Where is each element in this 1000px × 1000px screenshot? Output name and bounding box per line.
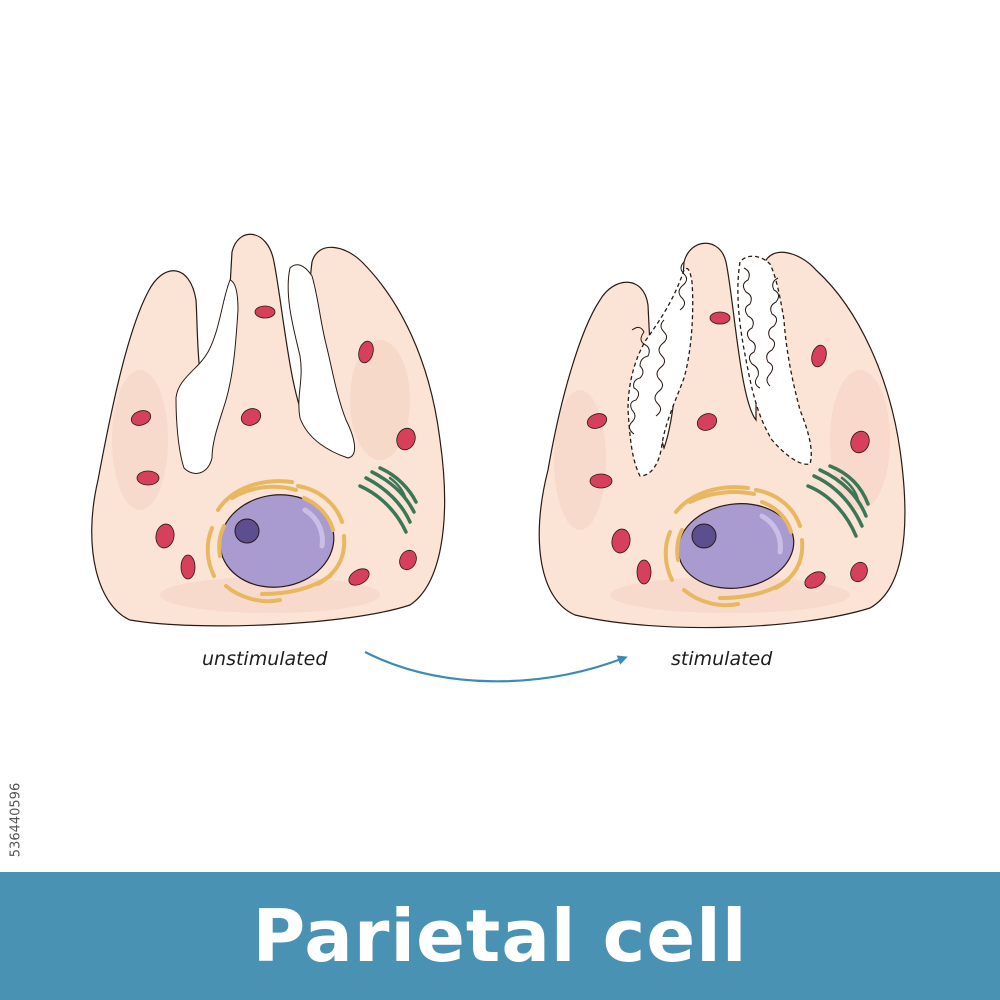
stock-id-text: 536440596 [3, 760, 29, 880]
stimulated-label: stimulated [671, 648, 773, 670]
transition-arrow [364, 651, 628, 683]
canaliculus [175, 279, 239, 474]
canaliculus [287, 264, 355, 459]
parietal-cell-unstimulated [91, 233, 446, 627]
stock-id-label: 536440596 [8, 782, 24, 858]
cell-membrane [91, 233, 446, 627]
page-title: Parietal cell [252, 894, 748, 978]
parietal-cell-diagram [91, 233, 906, 683]
golgi-apparatus [806, 464, 870, 538]
parietal-cell-stimulated [538, 242, 906, 629]
nucleolus [691, 523, 717, 549]
endoplasmic-reticulum [663, 485, 805, 608]
golgi-apparatus [358, 466, 418, 534]
mitochondria [586, 311, 870, 589]
mitochondria [130, 305, 417, 586]
endoplasmic-reticulum [205, 479, 347, 604]
canaliculus [627, 267, 694, 477]
nucleolus [234, 518, 260, 544]
unstimulated-label: unstimulated [202, 648, 328, 670]
title-banner: Parietal cell [0, 872, 1000, 1000]
cell-membrane [538, 242, 906, 629]
canaliculus [737, 255, 812, 465]
